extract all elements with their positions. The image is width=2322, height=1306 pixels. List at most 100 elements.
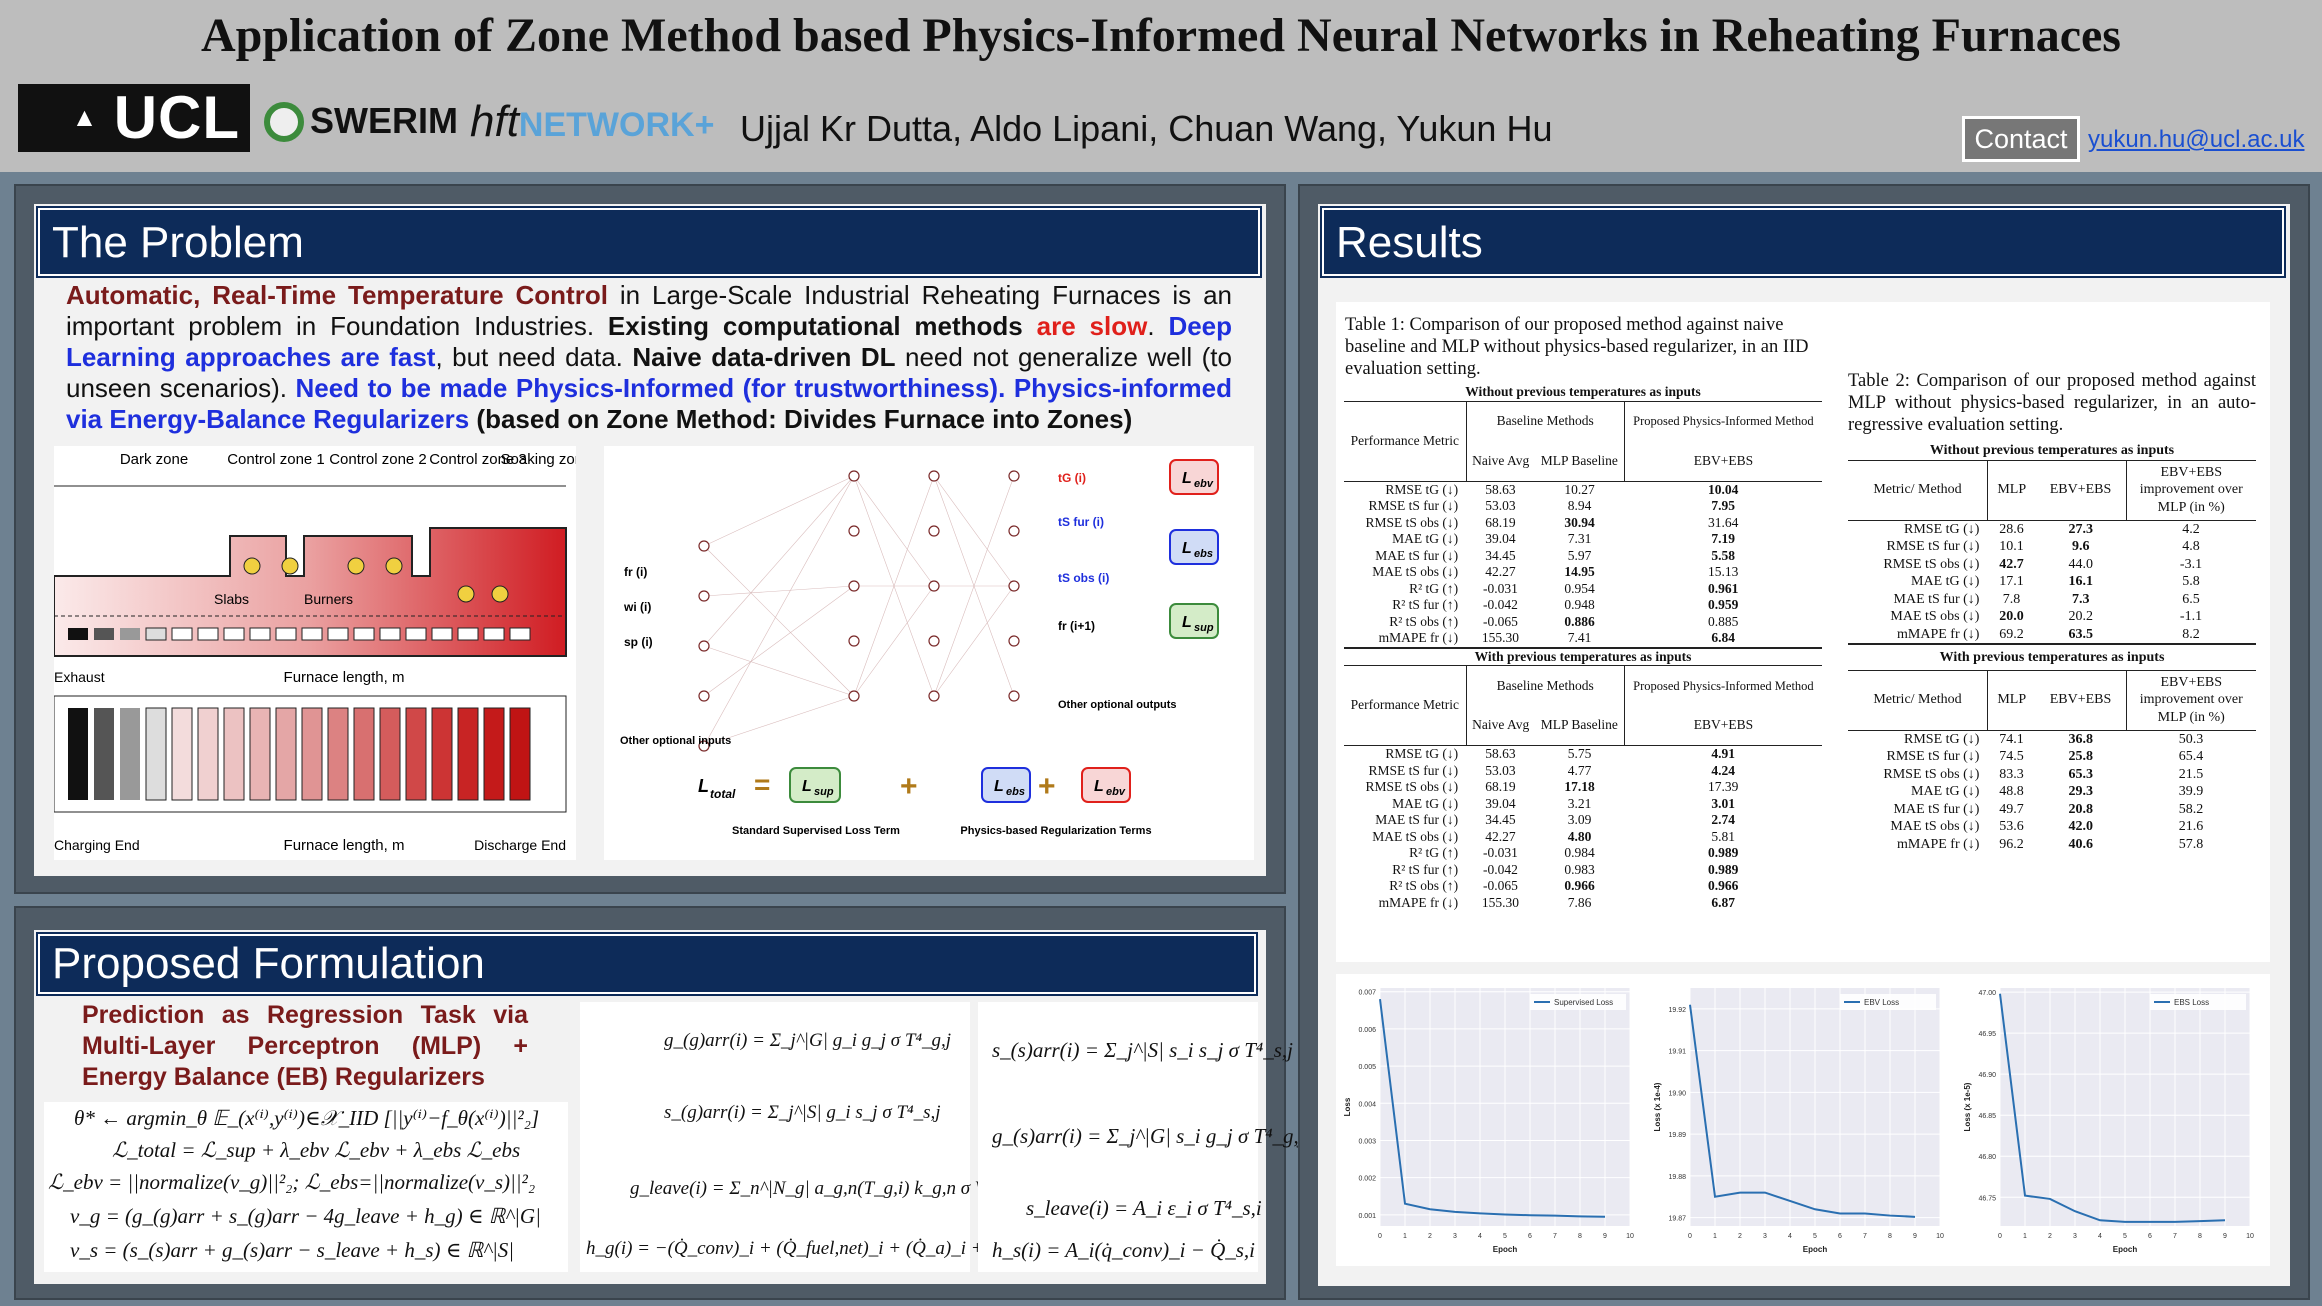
l-sup-text: L [1182,614,1192,631]
zone-label-3: Control zone 2 [329,451,427,468]
table2-metric-cell: mMAPE fr (↓) [1897,836,1980,852]
problem-heading: The Problem [36,206,1262,278]
table1-value-cell: 58.63 [1485,481,1516,497]
sup-caption: Standard Supervised Loss Term [732,825,900,837]
contact-email-link[interactable]: yukun.hu@ucl.ac.uk [2088,126,2305,153]
table2-value-cell: 8.2 [2182,626,2200,642]
table1-value-cell: 0.959 [1707,597,1739,612]
table1-proposed-group: Proposed Physics-Informed Method [1623,401,1822,441]
table2-value-cell: 4.2 [2182,521,2200,537]
problem-text-2: in Large-Scale Industrial Reheating Furn… [66,280,1233,341]
table2-value-cell: 48.8 [1999,784,2024,799]
table2-value-cell: -1.1 [2179,609,2203,624]
table2-value-cell: 58.2 [2178,801,2204,817]
table1-value-cell: 2.74 [1711,812,1735,827]
y-axis-label: Loss [1343,1097,1352,1116]
ucl-logo-text: UCL [113,84,240,151]
authors: Ujjal Kr Dutta, Aldo Lipani, Chuan Wang,… [740,108,1553,149]
table1-metric-cell: RMSE tG (↓) [1385,746,1459,761]
zone-label-1: Dark zone [120,451,188,468]
table1-value-cell: 53.03 [1485,498,1516,513]
y-tick-label: 19.92 [1668,1007,1686,1014]
l-total-sub: total [710,787,736,801]
y-tick-label: 0.005 [1358,1064,1376,1071]
x-tick-label: 10 [2246,1233,2254,1240]
problem-text-1: Automatic, Real-Time Temperature Control [66,280,608,310]
eq-ebv-ebs: ℒ_ebv = ||normalize(v_g)||²₂; ℒ_ebs=||no… [48,1170,536,1194]
table2-value-cell: 25.8 [2068,749,2094,764]
table1-metric-cell: MAE tS fur (↓) [1375,812,1459,827]
furnace-body [53,527,567,657]
table1-value-cell: 17.18 [1564,779,1595,794]
x-tick-label: 3 [1453,1233,1457,1240]
contact-button[interactable]: Contact [1962,116,2080,162]
table1-value-cell: 4.77 [1567,762,1592,778]
table1-value-cell: 6.84 [1711,630,1735,645]
table1-value-cell: 10.27 [1564,481,1595,497]
l-ebv-box [1169,459,1219,495]
table2-col-metric: Metric/ Method [1848,460,1988,521]
problem-text-7: , but need data. [435,342,633,372]
table1-metric-cell: mMAPE fr (↓) [1378,630,1459,645]
table1-col-naive-2: Naive Avg [1465,705,1535,746]
table1-metric-cell: R² tS obs (↑) [1389,878,1459,893]
table1-col-mlp: MLP Baseline [1534,441,1625,482]
x-tick-label: 5 [1503,1233,1507,1240]
eq-vs: v_s = (s_(s)arr + g_(s)arr − s_leave + h… [70,1238,515,1262]
table1-metric-cell: R² tG (↑) [1409,845,1459,860]
table2-value-cell: 36.8 [2068,731,2094,747]
table1-value-cell: 34.45 [1485,812,1516,827]
table2-metric-cell: MAE tS fur (↓) [1893,591,1980,607]
table1-value-cell: 0.966 [1564,878,1595,893]
y-tick-label: 0.001 [1358,1213,1376,1220]
table2-value-cell: 83.3 [1999,766,2024,782]
table1-value-cell: 10.04 [1707,481,1739,497]
y-tick-label: 19.87 [1668,1216,1686,1223]
legend-label: EBV Loss [1864,998,1899,1007]
table2-caption: Table 2: Comparison of our proposed meth… [1848,371,2256,435]
l-sup-sub: sup [1194,622,1214,634]
l-ebv-text: L [1182,470,1192,487]
y-tick-label: 19.90 [1668,1090,1686,1097]
eq-g-garr: g_(g)arr(i) = Σ_j^|G| g_i g_j σ T⁴_g,j [664,1030,952,1051]
x-tick-label: 1 [1713,1233,1717,1240]
problem-text-10: Need to be made Physics-Informed (for tr… [66,373,1232,434]
table2-value-cell: 53.6 [1999,819,2024,834]
table1-value-cell: 5.75 [1567,746,1592,761]
ucl-logo: ▲ UCL [18,84,250,152]
output-ts-fur: tS fur (i) [1058,515,1104,529]
y-tick-label: 47.00 [1978,990,1996,997]
eq-g-sarr: g_(s)arr(i) = Σ_j^|G| s_i g_j σ T⁴_g,j [992,1124,1305,1148]
legend-label: EBS Loss [2174,998,2209,1007]
table2-value-cell: -3.1 [2179,556,2203,572]
table2-value-cell: 50.3 [2178,731,2204,747]
table1-metric-cell: MAE tG (↓) [1392,795,1459,811]
table2-col-metric-2: Metric/ Method [1848,670,1988,731]
input-fr: fr (i) [624,565,647,579]
table2-col-mlp: MLP [1986,460,2036,521]
table1-metric-cell: R² tG (↑) [1409,580,1459,596]
table2-value-cell: 29.3 [2068,784,2094,799]
table1-value-cell: 42.27 [1485,828,1516,844]
table2-metric-cell: RMSE tS obs (↓) [1883,766,1980,782]
zone-label-5: Soaking zone [501,451,576,468]
slabs-label: Slabs [214,591,249,607]
table2-metric-cell: RMSE tS fur (↓) [1886,539,1980,554]
table1-value-cell: 0.966 [1707,878,1739,893]
legend-box [2150,994,2246,1010]
table2-value-cell: 9.6 [2072,539,2090,554]
table1-value-cell: 14.95 [1564,564,1595,579]
table1-value-cell: 30.94 [1564,514,1595,530]
burner-icons [243,557,509,603]
other-inputs-label: Other optional inputs [620,735,731,747]
table1-col-ebv-ebs: EBV+EBS [1623,441,1822,482]
x-axis-label: Epoch [1493,1245,1518,1254]
table1-baseline-group-2: Baseline Methods [1465,665,1625,706]
